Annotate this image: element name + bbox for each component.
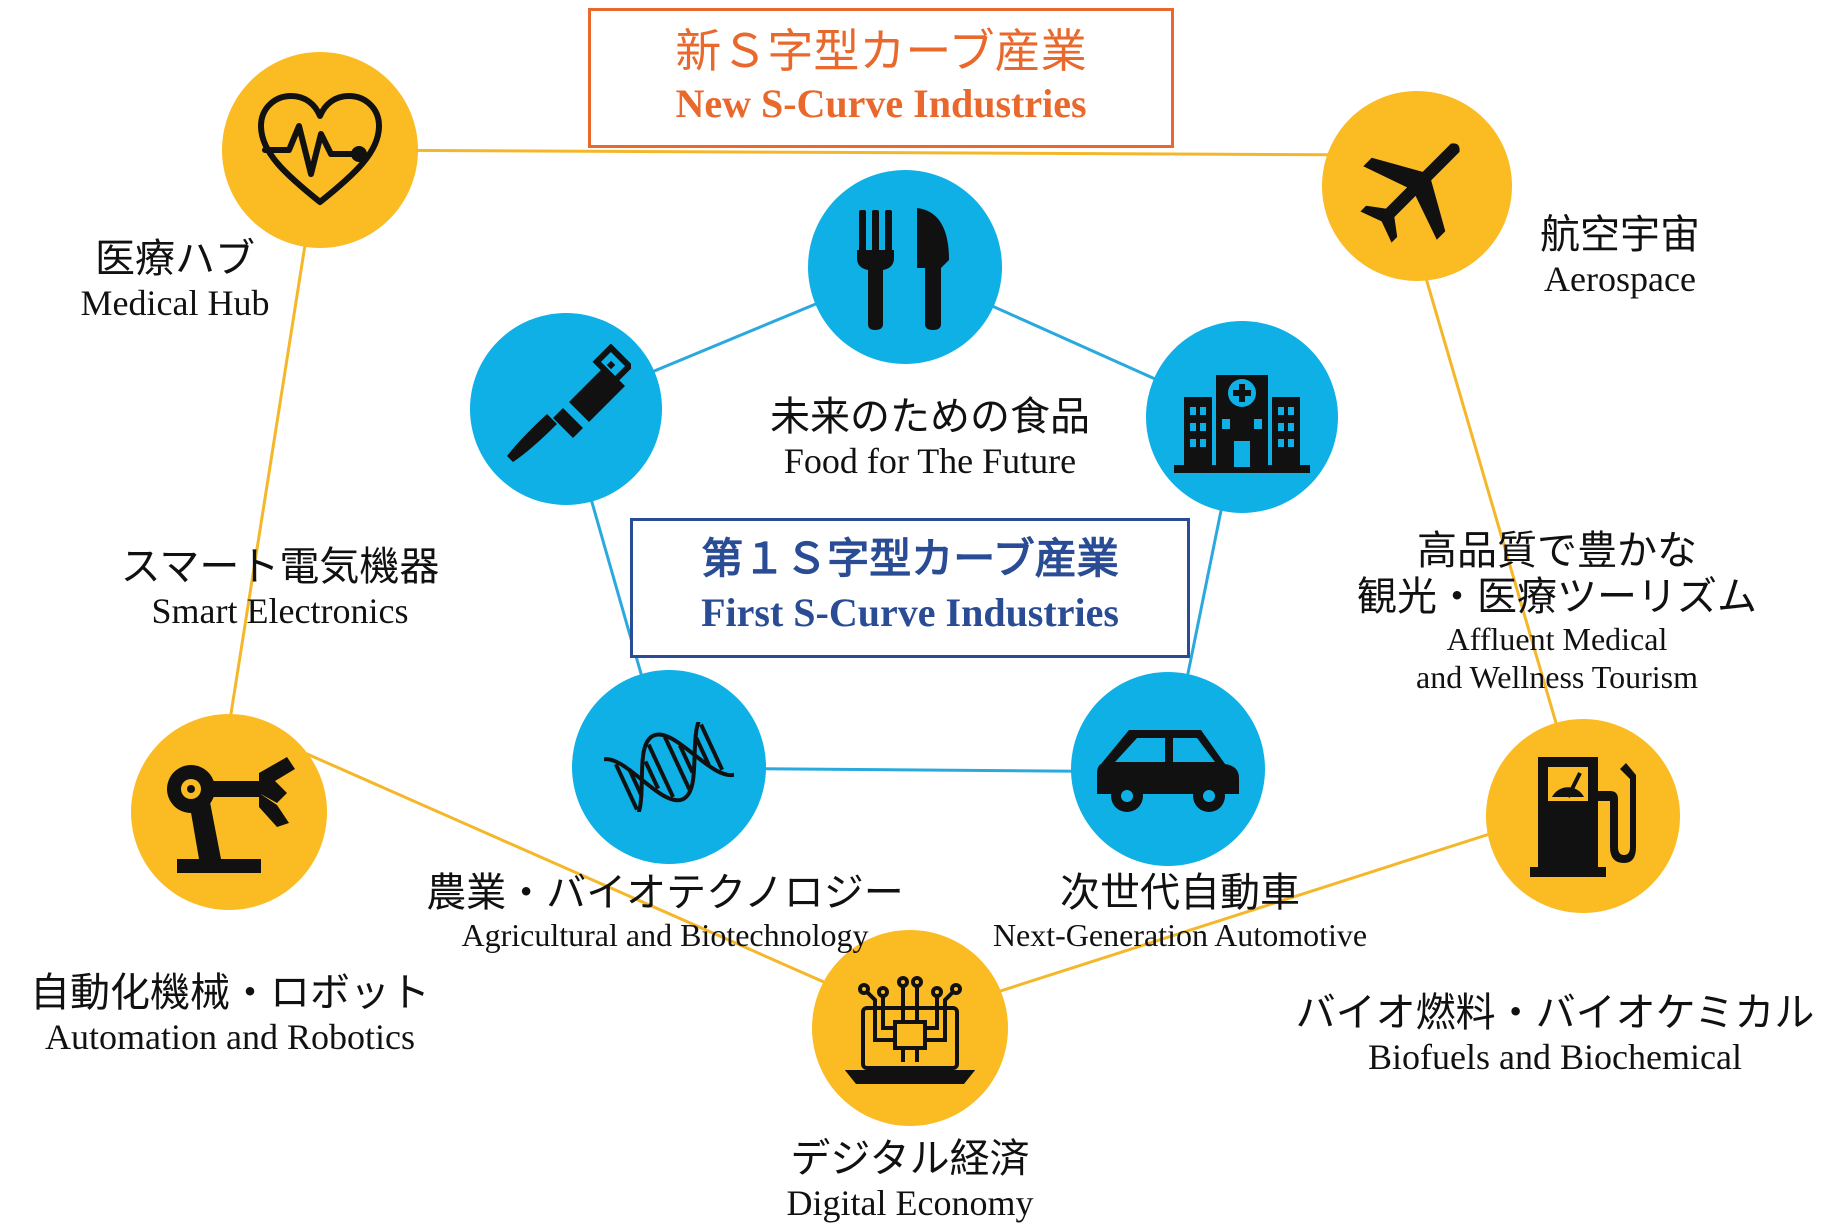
medical-label: 医療ハブ Medical Hub [40, 236, 310, 324]
agri-label-en: Agricultural and Biotechnology [461, 917, 869, 953]
laptop-circuit-icon [845, 976, 975, 1084]
robotics-label: 自動化機械・ロボット Automation and Robotics [0, 970, 460, 1058]
tourism-label-en1: Affluent Medical [1446, 621, 1668, 657]
line-medical-aero [319, 148, 1391, 157]
electronics-label-jp: スマート電気機器 [120, 544, 440, 590]
auto-label-en: Next-Generation Automotive [992, 917, 1368, 953]
aero-label: 航空宇宙 Aerospace [1510, 212, 1730, 300]
tourism-label-en2: and Wellness Tourism [1416, 659, 1698, 695]
heart-pulse-icon [258, 93, 382, 205]
medical-label-en: Medical Hub [80, 283, 270, 323]
robotics-node [131, 714, 327, 910]
biofuel-label: バイオ燃料・バイオケミカル Biofuels and Biochemical [1270, 990, 1840, 1078]
digital-node [812, 930, 1008, 1126]
first-title-en: First S-Curve Industries [701, 590, 1119, 635]
medical-node [222, 52, 418, 248]
dna-icon [604, 722, 734, 812]
usb-plug-icon [507, 344, 631, 462]
robotics-label-jp: 自動化機械・ロボット [30, 970, 430, 1016]
first-s-curve-title: 第１Ｓ字型カーブ産業 First S-Curve Industries [630, 518, 1190, 658]
aero-label-jp: 航空宇宙 [1540, 212, 1700, 258]
biofuel-label-jp: バイオ燃料・バイオケミカル [1295, 990, 1815, 1036]
auto-label: 次世代自動車 Next-Generation Automotive [950, 870, 1410, 954]
robotics-label-en: Automation and Robotics [45, 1017, 415, 1057]
hospital-icon [1174, 375, 1310, 473]
new-title-jp: 新Ｓ字型カーブ産業 [675, 24, 1087, 78]
auto-node [1071, 672, 1265, 866]
food-label-en: Food for The Future [783, 441, 1077, 481]
tourism-label-jp2: 観光・医療ツーリズム [1357, 574, 1757, 620]
biofuel-label-en: Biofuels and Biochemical [1368, 1037, 1742, 1077]
new-s-curve-title: 新Ｓ字型カーブ産業 New S-Curve Industries [588, 8, 1174, 148]
line-robotics-digital [229, 718, 911, 1022]
agri-node [572, 670, 766, 864]
aero-node [1322, 91, 1512, 281]
tourism-label: 高品質で豊かな 観光・医療ツーリズム Affluent Medical and … [1322, 528, 1792, 696]
line-biofuel-digital [909, 803, 1581, 1022]
agri-label: 農業・バイオテクノロジー Agricultural and Biotechnol… [385, 870, 945, 954]
food-label: 未来のための食品 Food for The Future [705, 394, 1155, 482]
food-label-jp: 未来のための食品 [770, 394, 1090, 440]
electronics-node [470, 313, 662, 505]
car-icon [1097, 730, 1239, 812]
fuel-pump-icon [1530, 757, 1636, 877]
airplane-icon [1360, 143, 1460, 243]
agri-label-jp: 農業・バイオテクノロジー [426, 870, 904, 916]
new-title-en: New S-Curve Industries [675, 81, 1087, 126]
auto-label-jp: 次世代自動車 [1060, 870, 1300, 916]
food-node [808, 170, 1002, 364]
medical-label-jp: 医療ハブ [95, 236, 255, 282]
robot-arm-icon [167, 757, 295, 873]
tourism-node [1146, 321, 1338, 513]
aero-label-en: Aerospace [1544, 259, 1696, 299]
digital-label: デジタル経済 Digital Economy [720, 1136, 1100, 1224]
digital-label-jp: デジタル経済 [790, 1136, 1030, 1182]
biofuel-node [1486, 719, 1680, 913]
digital-label-en: Digital Economy [786, 1183, 1034, 1223]
tourism-label-jp1: 高品質で豊かな [1417, 528, 1697, 574]
fork-knife-icon [857, 208, 949, 330]
electronics-label-en: Smart Electronics [151, 591, 409, 631]
electronics-label: スマート電気機器 Smart Electronics [80, 544, 480, 632]
first-title-jp: 第１Ｓ字型カーブ産業 [701, 534, 1119, 583]
